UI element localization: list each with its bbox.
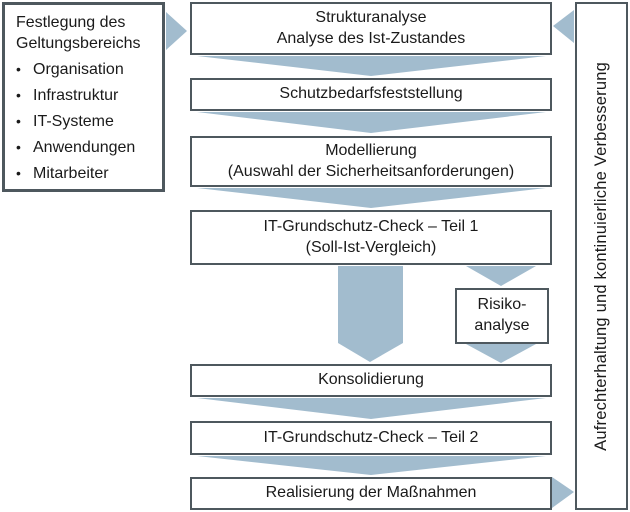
step-grundschutz-check-teil-2: IT-Grundschutz-Check – Teil 2 [190,421,552,455]
scope-definition-panel: Festlegung des Geltungsbereichs • Organis… [2,2,165,192]
arrow-down-icon [466,266,536,286]
maintenance-improvement-label: Aufrechterhaltung und kontinuierliche Ve… [592,61,610,451]
risk-analysis-box: Risiko- analyse [455,288,549,344]
list-item-label: Anwendungen [33,138,136,156]
list-item-label: IT-Systeme [33,113,114,131]
arrow-left-icon [553,10,574,43]
list-item-label: Infrastruktur [33,87,119,105]
arrow-down-icon [197,56,546,76]
bullet-icon: • [16,164,21,181]
list-item: • IT-Systeme [16,109,152,135]
list-item-label: Organisation [33,61,124,79]
bullet-icon: • [16,138,21,155]
arrow-down-icon [466,344,536,363]
list-item: • Mitarbeiter [16,161,152,187]
list-item: • Anwendungen [16,135,152,161]
arrow-down-icon [197,398,546,419]
list-item: • Infrastruktur [16,83,152,109]
bullet-icon: • [16,113,21,130]
step-modellierung: Modellierung (Auswahl der Sicherheitsanf… [190,136,552,187]
scope-item-list: • Organisation • Infrastruktur • IT-Systeme… [16,57,152,187]
list-item-label: Mitarbeiter [33,164,109,182]
step-konsolidierung: Konsolidierung [190,364,552,397]
thick-arrow-down-icon [338,266,403,362]
arrow-down-icon [197,456,546,475]
arrow-right-icon [552,477,574,508]
step-strukturanalyse: Strukturanalyse Analyse des Ist-Zustande… [190,2,552,55]
arrow-down-icon [197,112,546,133]
step-grundschutz-check-teil-1: IT-Grundschutz-Check – Teil 1 (Soll-Ist-… [190,210,552,265]
scope-panel-title: Festlegung des Geltungsbereichs [16,14,141,53]
step-realisierung-der-massnahmen: Realisierung der Maßnahmen [190,477,552,510]
arrow-down-icon [197,188,546,208]
list-item: • Organisation [16,57,152,83]
arrow-right-icon [166,12,187,50]
bullet-icon: • [16,61,21,78]
bullet-icon: • [16,87,21,104]
step-schutzbedarfsfeststellung: Schutzbedarfsfeststellung [190,78,552,111]
maintenance-improvement-bar: Aufrechterhaltung und kontinuierliche Ve… [575,2,628,510]
